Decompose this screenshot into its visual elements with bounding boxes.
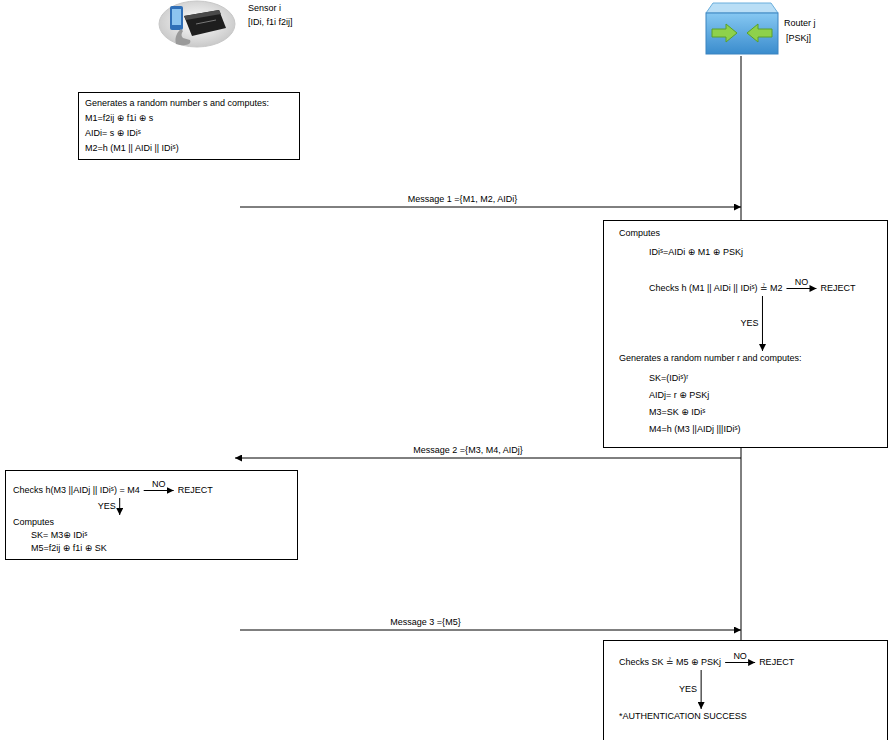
message-label: Message 1 ={M1, M2, AIDi} [406,194,519,205]
node-text: Sensor i [248,3,281,14]
flow-arrow [144,490,174,491]
node-text: M2=h (M1 || AIDi || IDiˢ) [85,143,179,154]
node-text: SK=(IDiˢ)ʳ [649,373,688,384]
flow-arrow [119,498,120,515]
lifeline [741,56,742,220]
node-text: NO [795,277,809,288]
node-text: *AUTHENTICATION SUCCESS [619,711,747,722]
card-reader [184,10,226,36]
node-text: M4=h (M3 ||AIDj |||IDiˢ) [649,424,741,435]
router-node: Router j[PSKj] [703,0,779,56]
node-text: SK= M3⊕ IDiˢ [31,530,87,541]
node-text: YES [740,318,758,329]
router-arrow [747,24,772,42]
process-box: Checks h(M3 ||AIDj || IDiˢ) = M4 NO REJECT… [5,470,298,560]
router-top [706,3,778,13]
message-arrow [235,458,741,459]
node-text: [PSKj] [786,33,811,44]
node-text: YES [98,501,116,512]
node-text: Generates a random number s and computes… [85,98,269,109]
node-text: Checks SK ≟ M5 ⊕ PSKj [619,657,721,668]
node-text: REJECT [759,657,794,668]
node-text: Router j [784,18,816,29]
node-text: AIDi= s ⊕ IDiˢ [85,128,141,139]
process-box: ComputesIDiˢ=AIDi ⊕ M1 ⊕ PSKjChecks h (M… [603,220,888,448]
phone-body [170,6,183,30]
node-text: AIDj= r ⊕ PSKj [649,390,709,401]
node-text: Checks h (M1 || AIDi || IDiˢ) ≟ M2 [649,283,782,294]
node-text: Computes [13,517,54,528]
sensor-node: Sensor i[IDi, f1i f2ij] [158,0,238,50]
message-arrow [240,630,741,631]
flow-arrow [762,296,763,351]
node-text: REJECT [820,283,855,294]
process-box: Checks SK ≟ M5 ⊕ PSKj NO REJECT YES *AUTHENT… [603,640,888,740]
node-text: M3=SK ⊕ IDiˢ [649,407,705,418]
phone-screen [172,9,181,25]
flow-arrow [725,662,755,663]
router-front [706,13,778,54]
message-arrow [240,207,741,208]
message-label: Message 3 ={M5} [388,617,462,628]
node-text: REJECT [178,485,213,496]
flow-arrow [701,670,702,709]
node-text: M1=f2ij ⊕ f1i ⊕ s [85,113,153,124]
hand [175,29,190,45]
card-reader-top [184,10,221,20]
lifeline [741,448,742,640]
router-arrow [712,24,737,42]
node-text: IDiˢ=AIDi ⊕ M1 ⊕ PSKj [649,247,743,258]
node-text: Generates a random number r and computes… [619,353,802,364]
flow-arrow [786,288,816,289]
sensor-halo [159,1,235,47]
card-slot [196,20,216,24]
node-text: [IDi, f1i f2ij] [248,17,293,28]
process-box: Generates a random number s and computes… [78,92,300,160]
router-icon [706,3,778,54]
node-text: NO [733,651,747,662]
message-label: Message 2 ={M3, M4, AIDj} [411,445,524,456]
node-text: YES [679,684,697,695]
node-text: Computes [619,228,660,239]
sensor-icon [159,1,235,47]
node-text: Checks h(M3 ||AIDj || IDiˢ) = M4 [13,485,140,496]
node-text: NO [152,479,166,490]
node-text: M5=f2ij ⊕ f1i ⊕ SK [31,543,107,554]
